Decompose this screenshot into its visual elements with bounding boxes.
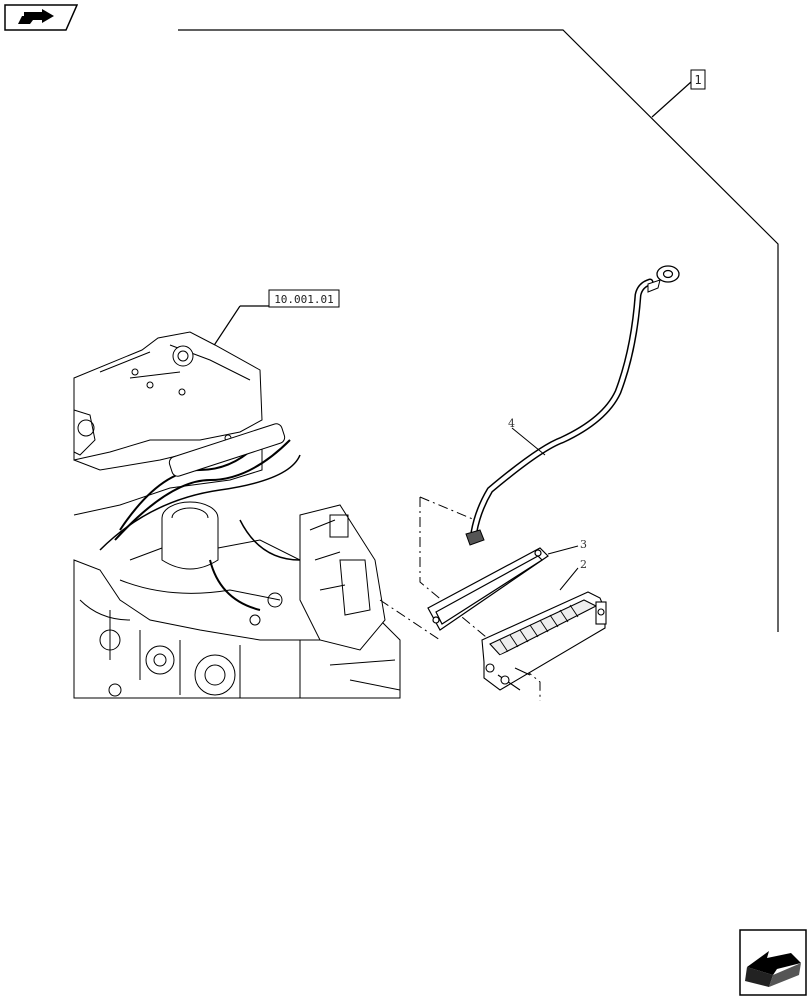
callout-leaders	[511, 427, 579, 591]
air-heater-grid[interactable]	[481, 591, 607, 691]
group-ref-label[interactable]: 1	[690, 69, 706, 90]
page-back-arrow-icon	[4, 4, 79, 31]
next-page-button[interactable]	[739, 929, 807, 996]
page-forward-arrow-icon	[739, 929, 807, 996]
callout-gasket[interactable]: 3	[580, 538, 587, 551]
phantom-outline	[379, 496, 541, 701]
ground-cable[interactable]	[465, 265, 680, 546]
engine-ref-label[interactable]: 10.001.01	[210, 289, 340, 351]
group-ref-text: 1	[694, 73, 701, 87]
engine-illustration	[73, 331, 401, 699]
callout-heater[interactable]: 2	[580, 558, 587, 571]
engine-ref-text: 10.001.01	[274, 293, 334, 306]
callout-cable[interactable]: 4	[508, 417, 515, 430]
prev-page-button[interactable]	[4, 4, 79, 31]
group-bracket-line	[178, 29, 779, 632]
gasket[interactable]	[427, 547, 549, 631]
